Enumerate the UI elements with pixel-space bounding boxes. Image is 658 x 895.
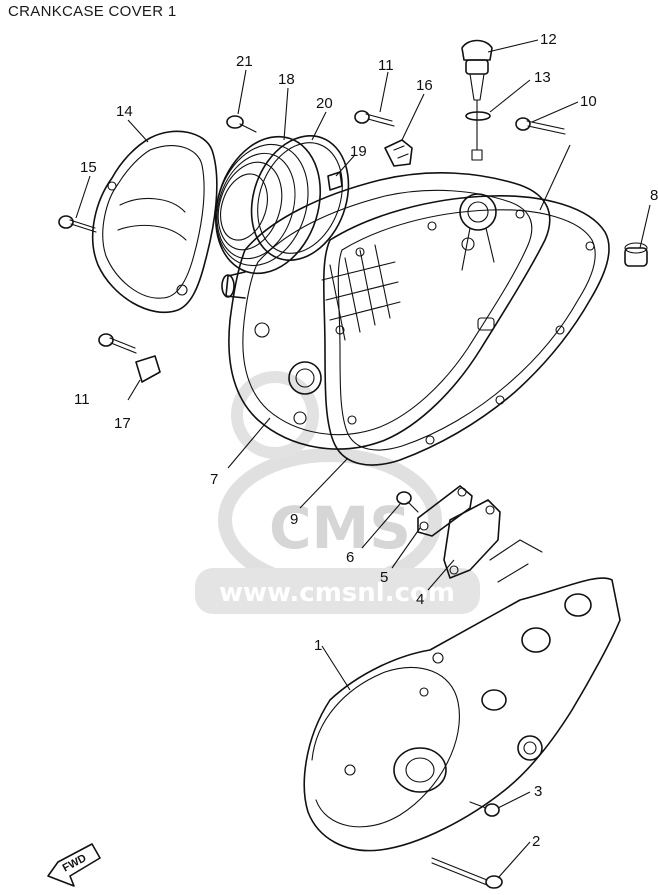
part-12-oil-filler-plug [461,39,493,161]
callouts: 1 2 3 4 5 6 7 8 9 10 11 11 12 13 14 15 1… [74,31,658,850]
callout-8: 8 [650,187,658,204]
part-8-cap [624,242,648,267]
callout-2: 2 [532,833,540,850]
part-20-gasket-ring [250,135,350,261]
fwd-arrow: FWD [47,843,101,887]
callout-20: 20 [316,95,333,112]
part-16-clamp [384,139,413,167]
callout-13: 13 [534,69,551,86]
callout-12: 12 [540,31,557,48]
callout-14: 14 [116,103,133,120]
part-5-plate [417,485,473,537]
callout-6: 6 [346,549,354,566]
callout-15: 15 [80,159,97,176]
part-4-plate [443,499,501,579]
part-1-outer-cover [303,539,621,852]
callout-18: 18 [278,71,295,88]
part-11-bolt-left [98,333,137,354]
part-18-flywheel [214,135,322,275]
callout-1: 1 [314,637,322,654]
watermark: CMS www.cmsnl.com [195,371,480,614]
watermark-logo: CMS [269,494,411,562]
callout-17: 17 [114,415,131,432]
part-6-bolt [396,491,419,513]
callout-9: 9 [290,511,298,528]
part-7-crankcase-cover [221,172,551,450]
part-2-bolt [431,857,503,889]
callout-3: 3 [534,783,542,800]
part-13-o-ring [465,111,491,121]
part-3-screw [469,801,500,817]
leader-lines [75,39,651,879]
callout-4: 4 [416,591,424,608]
part-17-clamp [135,355,161,383]
callout-11-top: 11 [378,57,394,74]
callout-19: 19 [350,143,367,160]
callout-5: 5 [380,569,388,586]
callout-7: 7 [210,471,218,488]
callout-10: 10 [580,93,597,110]
callout-16: 16 [416,77,433,94]
part-21-screw [226,115,257,133]
page-title: CRANKCASE COVER 1 [8,3,177,20]
watermark-url: www.cmsnl.com [219,578,455,608]
callout-11-left: 11 [74,391,90,408]
part-19-guide [327,171,343,191]
fwd-label: FWD [61,852,89,874]
part-10-bolt [515,117,566,135]
part-9-gasket [322,195,610,466]
part-14-cover [91,130,218,314]
part-11-bolt-top [354,110,395,127]
part-15-screw [58,215,97,233]
callout-21: 21 [236,53,253,70]
